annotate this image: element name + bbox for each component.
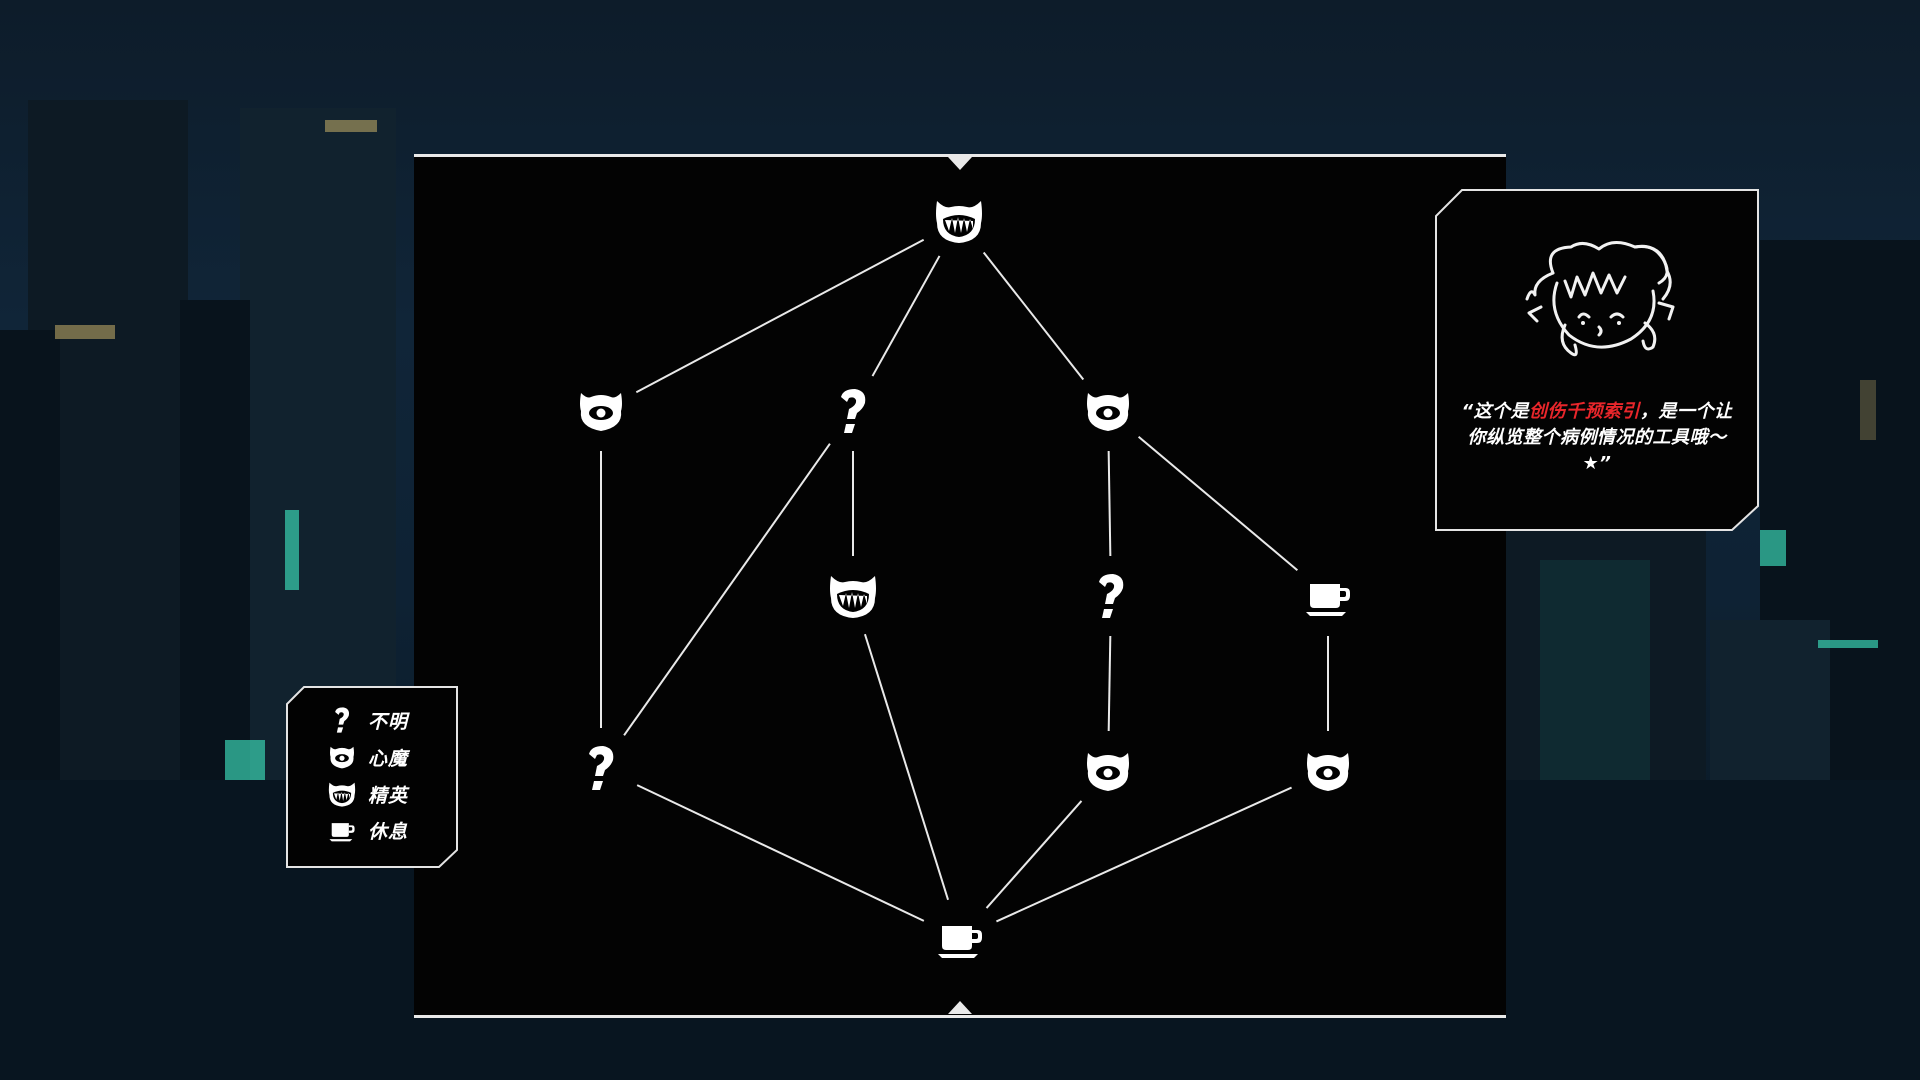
guide-dialog: “这个是创伤千预索引，是一个让你纵览整个病例情况的工具哦～ ★” — [1437, 191, 1757, 529]
map-node-elite[interactable] — [825, 568, 881, 624]
legend-item-unknown: 不明 — [326, 704, 408, 736]
elite-fangs-icon — [326, 778, 358, 810]
building-window — [1760, 530, 1786, 566]
map-node-demon[interactable] — [1080, 383, 1136, 439]
demon-eye-icon — [1087, 753, 1129, 791]
map-node-unknown[interactable] — [573, 740, 629, 796]
map-node-demon[interactable] — [1300, 743, 1356, 799]
map-bottom-border — [414, 1015, 1506, 1018]
map-path-edge — [985, 800, 1083, 909]
rest-cup-icon — [326, 814, 358, 846]
map-node-rest[interactable] — [1300, 568, 1356, 624]
elite-fangs-icon — [936, 201, 982, 243]
background-building — [240, 108, 396, 800]
building-window — [1860, 380, 1876, 440]
question-icon — [841, 389, 866, 433]
building-window — [285, 510, 299, 590]
map-path-edge — [636, 784, 925, 922]
background-building — [1540, 560, 1650, 800]
legend-label: 休息 — [368, 820, 409, 843]
map-path-edge — [1107, 450, 1112, 557]
star-icon: ★ — [1582, 453, 1600, 474]
map-top-border — [414, 154, 1506, 157]
legend-item-rest: 休息 — [326, 814, 408, 846]
dialog-frame — [1435, 189, 1759, 531]
map-bottom-marker-icon — [948, 1001, 972, 1014]
quote-body: ，是一个让你纵览整个病例情况的工具哦～ — [1467, 401, 1733, 448]
building-window — [1818, 640, 1878, 648]
demon-eye-icon — [326, 741, 358, 773]
map-path-edge — [996, 786, 1292, 923]
map-node-unknown[interactable] — [1083, 568, 1139, 624]
elite-fangs-icon — [830, 576, 876, 618]
map-top-marker-icon — [948, 157, 972, 170]
map-path-edge — [982, 251, 1085, 381]
legend-item-demon: 心魔 — [326, 741, 408, 773]
legend: 不明 心魔 精英 休息 — [286, 686, 458, 868]
map-path-edge — [871, 255, 941, 377]
question-icon — [326, 704, 358, 736]
demon-eye-icon — [1307, 753, 1349, 791]
map-path-edge — [1107, 635, 1112, 732]
question-icon — [589, 746, 614, 790]
map-node-demon[interactable] — [1080, 743, 1136, 799]
rest-cup-icon — [1306, 584, 1350, 616]
legend-frame — [286, 686, 458, 868]
map-node-demon[interactable] — [573, 383, 629, 439]
rest-cup-icon — [938, 926, 982, 958]
building-window — [55, 325, 115, 339]
legend-label: 心魔 — [368, 747, 409, 770]
legend-item-elite: 精英 — [326, 778, 408, 810]
map-path-edge — [623, 443, 831, 736]
question-icon — [1099, 574, 1124, 618]
map-node-unknown[interactable] — [825, 383, 881, 439]
building-window — [325, 120, 377, 132]
map-node-rest[interactable] — [932, 910, 988, 966]
guide-quote-text: “这个是创伤千预索引，是一个让你纵览整个病例情况的工具哦～ ★” — [1459, 399, 1735, 477]
quote-close: ” — [1599, 453, 1612, 474]
map-path-edge — [863, 633, 950, 901]
quote-highlight: 创伤千预索引 — [1529, 401, 1641, 422]
legend-label: 精英 — [368, 784, 409, 807]
background-building — [1710, 620, 1830, 800]
legend-label: 不明 — [368, 710, 409, 733]
guide-character-portrait — [1525, 241, 1675, 357]
background-building — [180, 300, 250, 800]
map-path-edge — [635, 238, 925, 394]
map-path-edge — [1137, 435, 1299, 572]
demon-eye-icon — [580, 393, 622, 431]
quote-open: “这个是 — [1461, 401, 1530, 422]
demon-eye-icon — [1087, 393, 1129, 431]
map-node-elite[interactable] — [931, 193, 987, 249]
background-building — [0, 330, 60, 800]
